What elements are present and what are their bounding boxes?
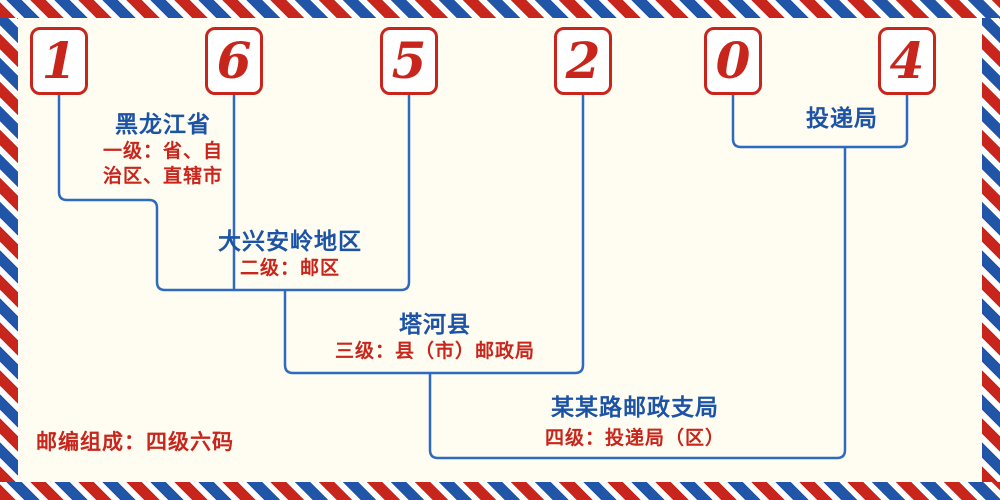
digit-box-2: 6 <box>205 27 263 95</box>
airmail-border-right <box>982 18 1000 482</box>
digit-box-1: 1 <box>30 27 88 95</box>
airmail-stripes <box>0 0 1000 18</box>
postal-code-composition-note: 邮编组成：四级六码 <box>36 430 234 454</box>
digit-4: 2 <box>565 31 601 90</box>
digit-box-3: 5 <box>380 27 438 95</box>
digit-1: 1 <box>41 31 77 90</box>
level1-desc-line1: 一级：省、自 <box>102 140 223 162</box>
digit-box-4: 2 <box>554 27 612 95</box>
digit-box-5: 0 <box>704 27 762 95</box>
level1-desc-line2: 治区、直辖市 <box>102 165 223 187</box>
level2-title: 大兴安岭地区 <box>218 229 362 255</box>
delivery-title: 投递局 <box>806 106 878 132</box>
digit-3: 5 <box>391 31 427 90</box>
digit-6: 4 <box>889 31 925 90</box>
airmail-border-top <box>0 0 1000 18</box>
digit-5: 0 <box>715 31 751 90</box>
level3-desc: 三级：县（市）邮政局 <box>334 340 535 362</box>
airmail-border-bottom <box>0 482 1000 500</box>
level1-title: 黑龙江省 <box>115 112 211 138</box>
airmail-stripes <box>982 18 1000 482</box>
level3-title: 塔河县 <box>399 312 471 338</box>
digit-box-6: 4 <box>878 27 936 95</box>
level4-title: 某某路邮政支局 <box>551 395 719 421</box>
airmail-stripes <box>0 18 18 482</box>
level2-desc: 二级：邮区 <box>239 257 340 279</box>
airmail-border-left <box>0 18 18 482</box>
airmail-stripes <box>0 482 1000 500</box>
level4-desc: 四级：投递局（区） <box>544 427 725 449</box>
digit-2: 6 <box>216 31 252 90</box>
